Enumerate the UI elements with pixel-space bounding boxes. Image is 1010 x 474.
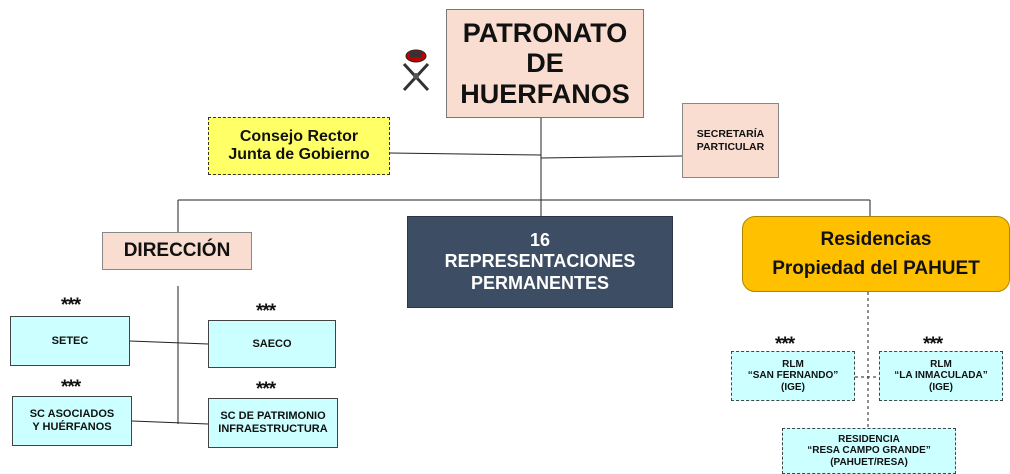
residencias-box: Residencias Propiedad del PAHUET [742, 216, 1010, 292]
sc-patrimonio-label: SC DE PATRIMONIO INFRAESTRUCTURA [218, 410, 328, 435]
setec-box: SETEC [10, 316, 130, 366]
secretaria-particular-label: SECRETARÍA PARTICULAR [696, 128, 765, 153]
consejo-rector-box: Consejo Rector Junta de Gobierno [208, 117, 390, 175]
rlm-inmaculada-label: RLM “LA INMACULADA” (IGE) [894, 358, 988, 393]
saeco-box: SAECO [208, 320, 336, 368]
setec-stars: *** [61, 295, 81, 316]
sc-patrimonio-box: SC DE PATRIMONIO INFRAESTRUCTURA [208, 398, 338, 448]
sc-asociados-box: SC ASOCIADOS Y HUÉRFANOS [12, 396, 132, 446]
saeco-stars: *** [256, 301, 276, 322]
sc-asociados-stars: *** [61, 377, 81, 398]
representaciones-box: 16 REPRESENTACIONES PERMANENTES [407, 216, 673, 308]
direccion-label: DIRECCIÓN [123, 240, 231, 262]
direccion-box: DIRECCIÓN [102, 232, 252, 270]
residencias-label: Residencias Propiedad del PAHUET [772, 228, 980, 279]
patronato-box: PATRONATO DE HUERFANOS [446, 9, 644, 118]
representaciones-label: 16 REPRESENTACIONES PERMANENTES [444, 229, 636, 293]
consejo-rector-label: Consejo Rector Junta de Gobierno [228, 127, 370, 163]
rlm-inmaculada-stars: *** [923, 334, 943, 355]
military-emblem-icon [396, 46, 436, 96]
setec-label: SETEC [51, 334, 89, 347]
rlm-san-fernando-box: RLM “SAN FERNANDO” (IGE) [731, 351, 855, 401]
residencia-resa-label: RESIDENCIA “RESA CAMPO GRANDE” (PAHUET/R… [807, 433, 931, 468]
sc-patrimonio-stars: *** [256, 379, 276, 400]
rlm-san-fernando-stars: *** [775, 334, 795, 355]
residencia-resa-box: RESIDENCIA “RESA CAMPO GRANDE” (PAHUET/R… [782, 428, 956, 474]
patronato-title: PATRONATO DE HUERFANOS [460, 18, 630, 109]
rlm-inmaculada-box: RLM “LA INMACULADA” (IGE) [879, 351, 1003, 401]
secretaria-particular-box: SECRETARÍA PARTICULAR [682, 103, 779, 178]
saeco-label: SAECO [252, 337, 292, 350]
sc-asociados-label: SC ASOCIADOS Y HUÉRFANOS [29, 408, 115, 433]
rlm-san-fernando-label: RLM “SAN FERNANDO” (IGE) [747, 358, 839, 393]
